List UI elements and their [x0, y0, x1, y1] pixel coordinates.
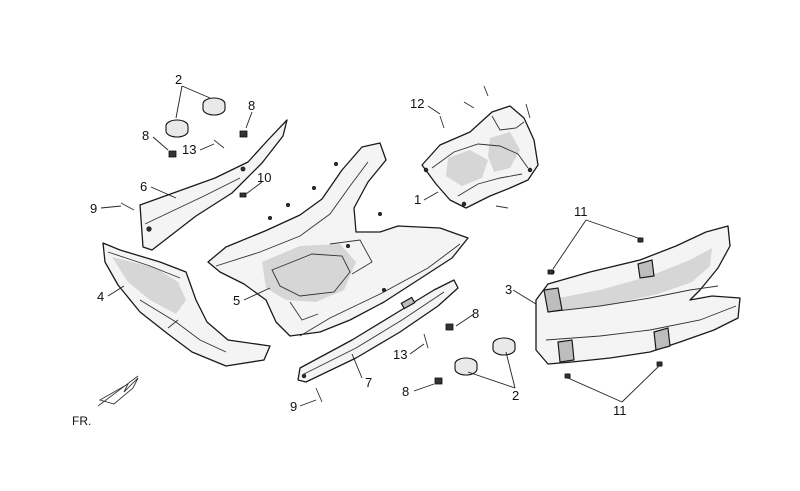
screw-12-e [495, 205, 509, 209]
callout-1: 1 [414, 192, 421, 207]
callout-4: 4 [97, 289, 104, 304]
leader-lines [100, 85, 660, 407]
screw-12-d [525, 103, 531, 119]
clip-11-b [637, 237, 644, 243]
screw-12-b [463, 101, 475, 109]
screw-12-a [439, 115, 445, 129]
bolt-8-a [168, 150, 177, 158]
clip-10 [239, 192, 247, 198]
part-1-front-under-cover [421, 105, 539, 209]
callout-9-lower: 9 [290, 399, 297, 414]
callout-8-lower-right: 8 [472, 306, 479, 321]
callout-2-lower: 2 [512, 388, 519, 403]
clip-11-d [656, 361, 663, 367]
part-5-floor-panel [207, 142, 469, 337]
screw-13-lower [423, 333, 429, 349]
clip-11-a [547, 269, 554, 275]
callout-13-lower: 13 [393, 347, 407, 362]
hardware [120, 85, 663, 403]
callout-labels: 2 8 8 13 10 6 9 4 5 12 1 11 3 8 13 7 8 2… [90, 72, 627, 418]
callout-3: 3 [505, 282, 512, 297]
bolt-8-c [445, 323, 454, 331]
callout-7: 7 [365, 375, 372, 390]
part-7-lower-side-strip [297, 279, 459, 383]
part-6-side-strip [139, 119, 288, 251]
callout-11-upper: 11 [574, 204, 588, 219]
callout-2-upper: 2 [175, 72, 182, 87]
bolt-8-b [239, 130, 248, 138]
screw-13-upper [213, 139, 225, 149]
front-label: FR. [72, 414, 91, 428]
callout-5: 5 [233, 293, 240, 308]
callout-10: 10 [257, 170, 271, 185]
callout-6: 6 [140, 179, 147, 194]
callout-9-upper: 9 [90, 201, 97, 216]
callout-13-upper: 13 [182, 142, 196, 157]
callout-8-upper-right: 8 [248, 98, 255, 113]
screw-9-lower [315, 387, 323, 403]
bolt-8-d [434, 377, 443, 385]
screw-9-upper [120, 202, 135, 211]
part-4-front-lower-cover [102, 242, 271, 367]
callout-8-upper-left: 8 [142, 128, 149, 143]
callout-12: 12 [410, 96, 424, 111]
callout-8-lower-left: 8 [402, 384, 409, 399]
callout-11-lower: 11 [613, 403, 627, 418]
screw-12-c [483, 85, 489, 97]
front-direction-indicator: FR. [72, 375, 139, 428]
clip-11-c [564, 373, 571, 379]
